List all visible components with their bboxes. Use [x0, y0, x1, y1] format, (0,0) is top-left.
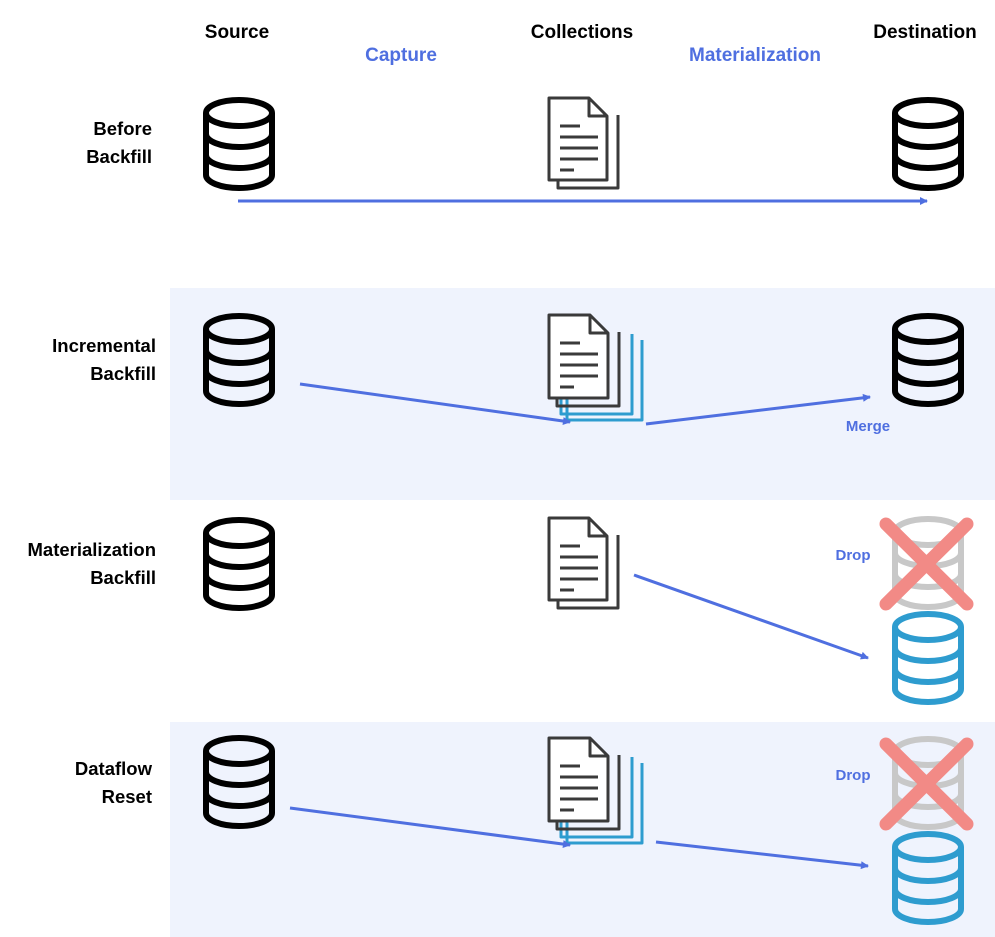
materialize-arrow: [633, 573, 869, 660]
new-database-icon: [895, 614, 961, 702]
capture-arrow: [299, 382, 571, 425]
row-label-line1: Incremental: [52, 335, 156, 356]
row-materialization-backfill: Materialization Backfill Drop: [28, 516, 974, 702]
row-label-line1: Materialization: [28, 539, 157, 560]
row-label-line1: Before: [93, 118, 152, 139]
cross-icon: [879, 517, 974, 611]
source-database-icon: [206, 520, 272, 608]
row-label-line1: Dataflow: [75, 758, 153, 779]
drop-label: Drop: [836, 767, 871, 784]
header-destination: Destination: [873, 22, 976, 43]
row-before-backfill: Before Backfill: [86, 96, 961, 205]
header-collections: Collections: [531, 22, 633, 43]
row-label-line2: Backfill: [90, 363, 156, 384]
destination-database-icon: [895, 100, 961, 188]
materialize-arrow: [645, 393, 871, 426]
merge-label: Merge: [846, 418, 890, 435]
source-database-icon: [206, 100, 272, 188]
cross-icon: [879, 737, 974, 831]
row-label-line2: Reset: [102, 786, 152, 807]
document-icon: [547, 516, 620, 610]
document-icon: [547, 96, 620, 190]
header-source: Source: [205, 22, 269, 43]
drop-label: Drop: [836, 547, 871, 564]
stage-capture-label: Capture: [365, 45, 437, 66]
materialize-arrow: [655, 840, 869, 870]
capture-arrow: [289, 806, 571, 849]
row-incremental-backfill: Incremental Backfill Merge: [52, 315, 961, 435]
row-label-line2: Backfill: [90, 567, 156, 588]
row-label-line2: Backfill: [86, 146, 152, 167]
row-dataflow-reset: Dataflow Reset Drop: [75, 737, 974, 922]
stage-materialization-label: Materialization: [689, 45, 821, 66]
